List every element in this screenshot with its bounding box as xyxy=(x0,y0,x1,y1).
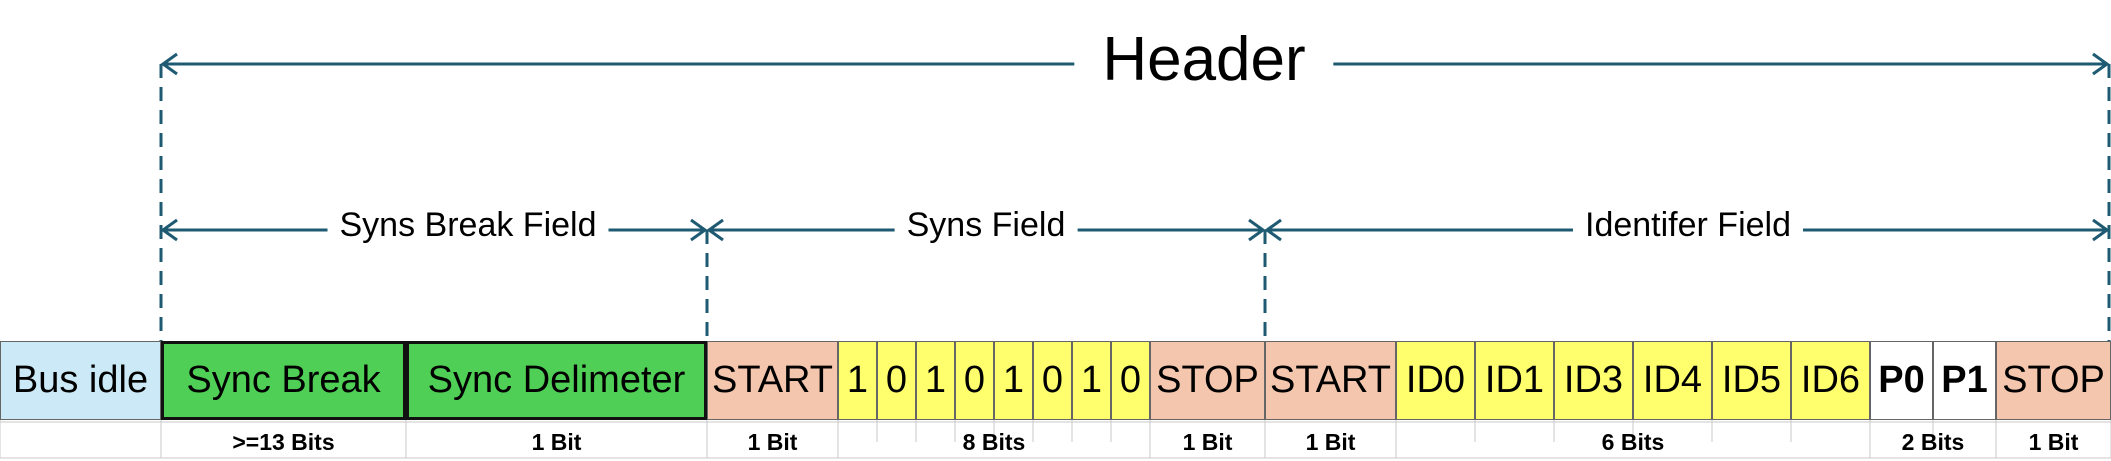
bit-count-label: 1 Bit xyxy=(531,429,582,455)
sync-field-arrow-head-left xyxy=(706,218,724,242)
identifier-field-arrow-head-left xyxy=(1264,218,1282,242)
identifier-field-label: Identifer Field xyxy=(1573,206,1803,245)
bit-cell-0: 0 xyxy=(1033,341,1072,420)
bit-cell-id5: ID5 xyxy=(1712,341,1791,420)
bit-count-label: 2 Bits xyxy=(1901,429,1965,455)
bit-count-label: 1 Bit xyxy=(1182,429,1233,455)
bit-cell-id3: ID3 xyxy=(1554,341,1633,420)
sync-break-field-label: Syns Break Field xyxy=(327,206,609,245)
bit-count-label: >=13 Bits xyxy=(232,429,335,455)
bit-cell-0: 0 xyxy=(1111,341,1150,420)
bit-cell-id4: ID4 xyxy=(1633,341,1712,420)
bit-cell-1: 1 xyxy=(916,341,955,420)
bit-cell-start: START xyxy=(1265,341,1396,420)
header-label: Header xyxy=(1074,24,1334,95)
bit-cell-0: 0 xyxy=(955,341,994,420)
bit-cell-sync-break: Sync Break xyxy=(161,341,406,420)
bit-count-label: 8 Bits xyxy=(962,429,1026,455)
bit-count-label: 6 Bits xyxy=(1601,429,1665,455)
header-arrow-head-right xyxy=(2092,52,2110,76)
bit-cell-id1: ID1 xyxy=(1475,341,1554,420)
bit-cell-start: START xyxy=(707,341,838,420)
bit-cell-p1: P1 xyxy=(1933,341,1996,420)
bit-cell-p0: P0 xyxy=(1870,341,1933,420)
header-arrow-head-left xyxy=(160,52,178,76)
bit-cell-bus-idle: Bus idle xyxy=(0,341,161,420)
bit-count-label: 1 Bit xyxy=(747,429,798,455)
bit-count-label: 1 Bit xyxy=(2028,429,2079,455)
sync-field-arrow-head-right xyxy=(1248,218,1266,242)
bit-cell-stop: STOP xyxy=(1150,341,1265,420)
bit-count-label: 1 Bit xyxy=(1305,429,1356,455)
sync-break-arrow-head-right xyxy=(690,218,708,242)
bit-cell-1: 1 xyxy=(838,341,877,420)
bit-cell-stop: STOP xyxy=(1996,341,2111,420)
bit-cell-id0: ID0 xyxy=(1396,341,1475,420)
bit-cell-id6: ID6 xyxy=(1791,341,1870,420)
bit-cell-1: 1 xyxy=(994,341,1033,420)
bit-cell-1: 1 xyxy=(1072,341,1111,420)
bit-cell-0: 0 xyxy=(877,341,916,420)
bit-cell-sync-delimeter: Sync Delimeter xyxy=(406,341,707,420)
sync-break-arrow-head-left xyxy=(160,218,178,242)
identifier-field-arrow-head-right xyxy=(2092,218,2110,242)
sync-field-label: Syns Field xyxy=(894,206,1078,245)
